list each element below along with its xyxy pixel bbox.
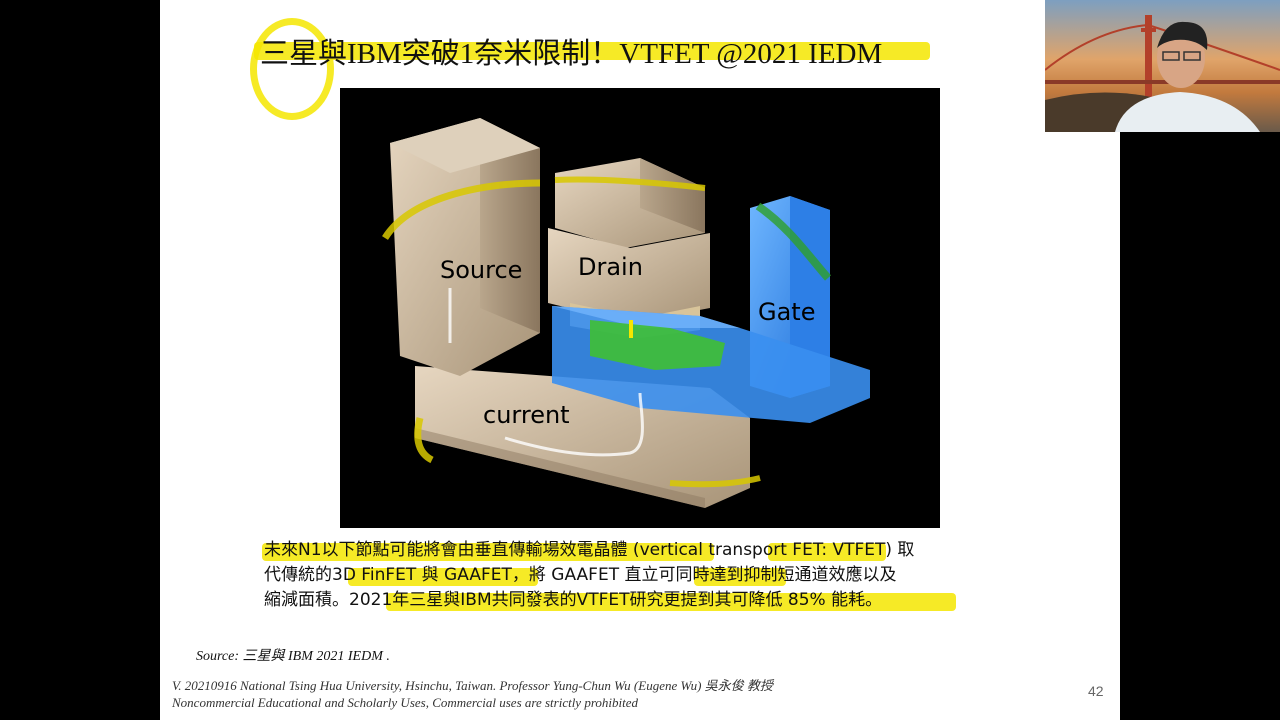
body-line: 縮減面積。2021年三星與IBM共同發表的VTFET研究更提到其可降低 85% … [264,590,883,610]
footer-line: Noncommercial Educational and Scholarly … [172,695,639,710]
title-highlight [254,42,930,60]
channel [590,320,725,370]
body-highlight-3 [348,568,538,586]
presenter-image [1045,0,1280,132]
source-tower [390,118,540,376]
current-label: current [483,401,570,429]
body-highlight-2 [768,543,886,561]
page-number: 42 [1088,683,1104,699]
vtfet-diagram: Source Drain Gate current [340,88,940,528]
gate-label: Gate [758,298,815,326]
source-citation: Source: 三星與 IBM 2021 IEDM . [196,649,390,664]
body-highlight-1 [262,543,714,561]
body-highlight-5 [386,593,956,611]
source-label: Source [440,256,522,284]
slide-title: 三星與IBM突破1奈米限制！VTFET @2021 IEDM [260,38,883,70]
slide: 三星與IBM突破1奈米限制！VTFET @2021 IEDM [160,0,1120,720]
body-line: 未來N1以下節點可能將會由垂直傳輸場效電晶體 (vertical transpo… [264,540,915,560]
webcam-video[interactable] [1045,0,1280,132]
body-line: 代傳統的3D FinFET 與 GAAFET，將 GAAFET 直立可同時達到抑… [264,565,897,585]
title-highlight-circle [250,18,334,120]
drain-label: Drain [578,253,643,281]
footer: V. 20210916 National Tsing Hua Universit… [172,677,773,711]
current-arrow [504,392,644,457]
body-highlight-4 [694,568,786,586]
body-text: 未來N1以下節點可能將會由垂直傳輸場效電晶體 (vertical transpo… [264,538,1016,613]
footer-line: V. 20210916 National Tsing Hua Universit… [172,678,773,693]
